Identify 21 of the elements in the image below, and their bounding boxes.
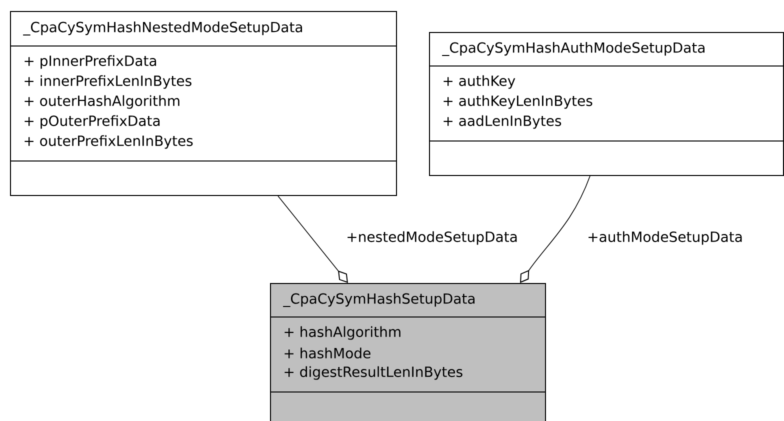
edge-label: +authModeSetupData [586,230,744,246]
attribute: + aadLenInBytes [444,115,562,129]
class-box [10,11,397,196]
class-name: _CpaCySymHashAuthModeSetupData [442,42,704,56]
edge-label: +nestedModeSetupData [345,230,519,246]
attribute: + outerHashAlgorithm [24,95,180,109]
class-name: _CpaCySymHashSetupData [283,293,475,307]
attribute: + hashAlgorithm [284,326,400,340]
attribute: + hashMode [284,348,370,358]
attribute: + authKeyLenInBytes [444,95,592,109]
attribute: + digestResultLenInBytes [284,366,462,380]
attribute: + innerPrefixLenInBytes [24,75,192,89]
attribute: + outerPrefixLenInBytes [24,135,193,149]
class-box [270,283,546,421]
attribute: + authKey [444,75,516,89]
attribute: + pOuterPrefixData [24,115,160,129]
class-box [428,32,784,176]
aggregation-line [278,196,348,283]
aggregation-line [520,176,590,283]
class-name: _CpaCySymHashNestedModeSetupData [23,22,302,36]
attribute: + pInnerPrefixData [24,55,156,69]
